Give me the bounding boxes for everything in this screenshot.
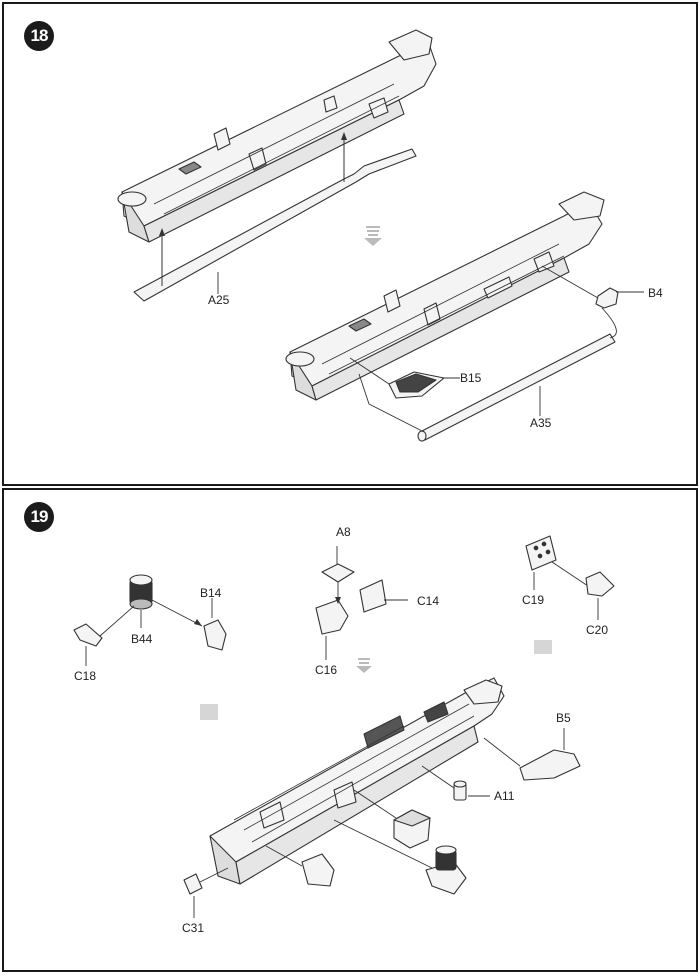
part-label-c14: C14: [417, 594, 440, 608]
part-a8: [321, 563, 355, 583]
part-label-c19: C19: [522, 593, 545, 607]
part-a11: [453, 780, 467, 801]
frame-rail-main: [209, 677, 505, 885]
step-19-diagram: [73, 535, 615, 918]
frame-rail-upper: [117, 29, 437, 243]
direction-arrow-icon: [364, 226, 382, 246]
part-b5: [519, 749, 581, 781]
part-label-c18: C18: [74, 669, 97, 683]
part-b4: [595, 287, 619, 309]
part-label-c31: C31: [182, 921, 205, 935]
part-c31: [183, 873, 203, 895]
part-label-c20: C20: [586, 623, 609, 637]
part-label-b15: B15: [460, 371, 482, 385]
direction-arrow-icon: [534, 640, 552, 654]
direction-arrow-icon: [356, 658, 372, 673]
part-label-b14: B14: [200, 586, 222, 600]
part-a25-strip: [133, 148, 417, 302]
part-label-b4: B4: [648, 286, 663, 300]
step-18-diagram: [117, 29, 644, 442]
part-rear-bracket: [301, 853, 335, 887]
part-a35-rod: [417, 333, 616, 442]
part-label-a8: A8: [336, 525, 351, 539]
part-box: [393, 809, 431, 849]
direction-arrow-icon: [200, 704, 218, 720]
part-label-a11: A11: [494, 789, 515, 803]
part-b44: [129, 574, 153, 610]
frame-rail-lower: [285, 191, 605, 401]
part-b15: [388, 371, 445, 399]
step-19-panel: 19: [2, 488, 698, 972]
part-c18: [73, 623, 103, 647]
part-c19: [525, 535, 557, 571]
part-label-c16: C16: [315, 663, 338, 677]
part-c14: [359, 579, 387, 613]
part-c16: [315, 599, 349, 660]
part-label-b44: B44: [131, 632, 153, 646]
part-label-a25: A25: [208, 293, 230, 307]
part-c20: [585, 571, 615, 597]
step-number-badge: 19: [24, 502, 54, 532]
step-number-badge: 18: [24, 21, 54, 51]
part-b44-b14-assembly: [425, 845, 467, 895]
part-label-b5: B5: [556, 711, 571, 725]
part-label-a35: A35: [530, 416, 552, 430]
step-18-panel: 18: [2, 2, 698, 486]
part-b14: [203, 619, 227, 651]
